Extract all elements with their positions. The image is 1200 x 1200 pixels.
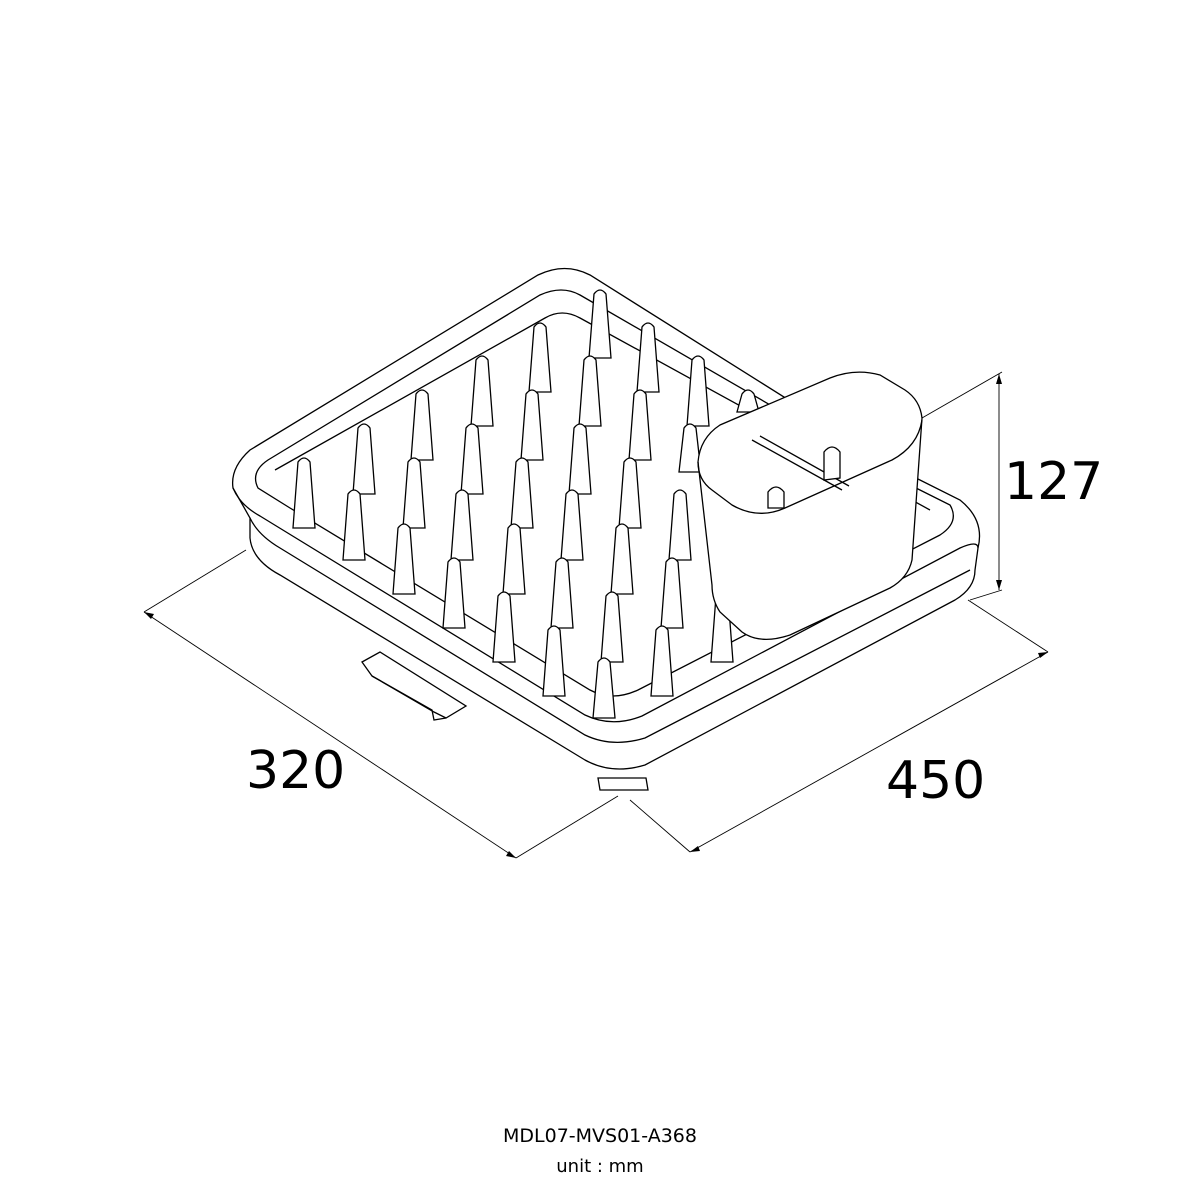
peg <box>502 523 526 595</box>
peg <box>686 355 710 427</box>
peg <box>460 423 484 495</box>
peg <box>470 355 494 427</box>
peg <box>410 389 434 461</box>
peg <box>492 591 516 663</box>
peg <box>660 557 684 629</box>
peg <box>442 557 466 629</box>
peg <box>568 423 592 495</box>
peg <box>560 489 584 561</box>
peg <box>628 389 652 461</box>
width-dimension-label: 320 <box>246 741 346 801</box>
depth-dimension-label: 450 <box>886 751 986 811</box>
peg <box>520 389 544 461</box>
height-dimension-label: 127 <box>1004 452 1104 512</box>
peg <box>618 457 642 529</box>
peg <box>600 591 624 663</box>
peg <box>342 489 366 561</box>
peg <box>542 625 566 697</box>
unit-note: unit : mm <box>556 1156 644 1177</box>
peg <box>592 657 616 719</box>
peg <box>588 289 612 359</box>
peg <box>528 322 552 393</box>
peg <box>636 322 660 393</box>
peg <box>352 423 376 495</box>
peg <box>450 489 474 561</box>
utensil-cup <box>697 371 923 640</box>
peg <box>668 489 692 561</box>
peg <box>392 523 416 595</box>
peg <box>550 557 574 629</box>
side-clip <box>361 651 649 791</box>
peg <box>402 457 426 529</box>
peg <box>650 625 674 697</box>
peg <box>578 355 602 427</box>
peg <box>610 523 634 595</box>
dimension-lines <box>143 371 1049 859</box>
peg <box>510 457 534 529</box>
model-number: MDL07-MVS01-A368 <box>503 1125 697 1147</box>
peg <box>292 457 316 529</box>
peg-grid <box>292 289 760 719</box>
